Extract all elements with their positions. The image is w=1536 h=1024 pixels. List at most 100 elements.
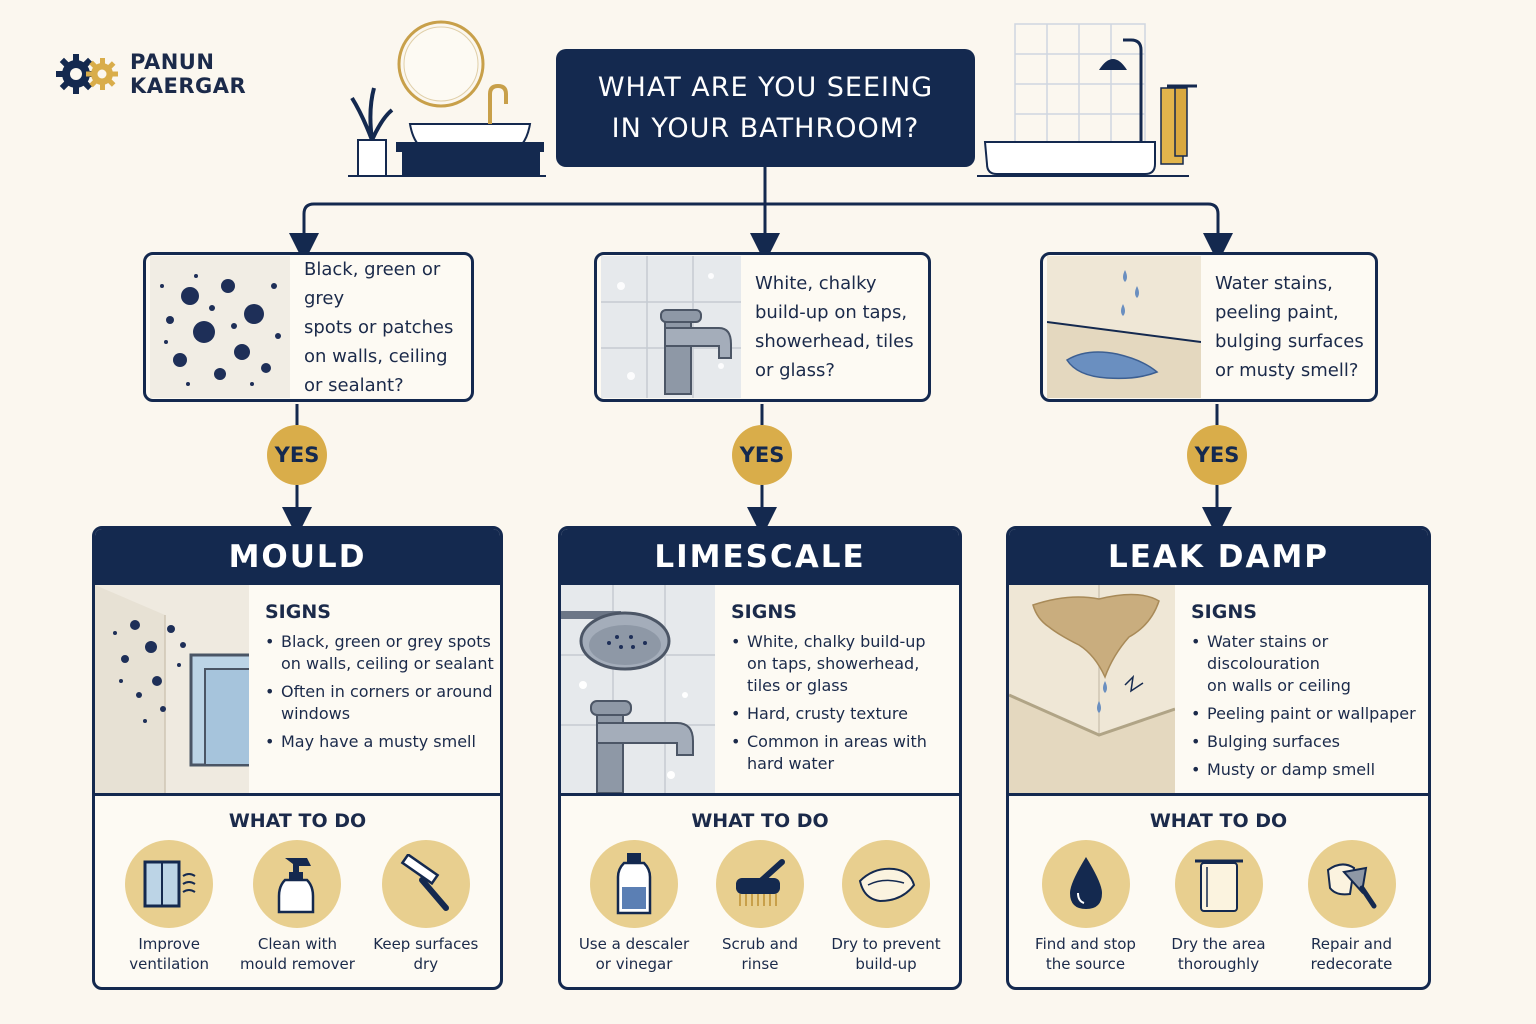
action-label: Dry to prevent build-up	[831, 934, 940, 974]
brand-logo: PANUN KAERGAR	[54, 50, 246, 98]
mould-corner-image	[95, 585, 249, 793]
sign-line: Water stains or discolouration	[1207, 632, 1329, 673]
gear-icon	[56, 54, 118, 94]
card-title: LIMESCALE	[561, 529, 959, 585]
water-drop-icon	[1041, 840, 1130, 928]
action-line: the source	[1045, 955, 1126, 973]
sink-illustration	[348, 20, 546, 177]
shower-illustration	[977, 23, 1197, 177]
brand-line-2: KAERGAR	[130, 74, 247, 98]
action-line: Find and stop	[1035, 935, 1136, 953]
action-line: thoroughly	[1177, 955, 1260, 973]
action-line: Repair and	[1310, 935, 1392, 953]
action-label: Find and stop the source	[1035, 934, 1136, 974]
action-dry-prevent: Dry to prevent build-up	[823, 840, 949, 974]
sign-line: Bulging surfaces	[1207, 732, 1341, 751]
signs-heading: SIGNS	[265, 601, 331, 623]
action-line: Dry the area	[1171, 935, 1266, 953]
question-line: or sealant?	[304, 374, 404, 396]
what-to-do-heading: WHAT TO DO	[691, 810, 829, 832]
question-line: White, chalky	[755, 273, 877, 294]
water-stain-image	[1009, 585, 1175, 793]
signs-list: Black, green or grey spots on walls, ceil…	[265, 631, 494, 753]
question-line: or glass?	[755, 360, 835, 381]
squeegee-icon	[381, 840, 470, 928]
sign-item: Peeling paint or wallpaper	[1191, 703, 1428, 725]
action-dry-area: Dry the area thoroughly	[1154, 840, 1284, 974]
what-to-do-heading: WHAT TO DO	[1149, 810, 1288, 832]
action-find-source: Find and stop the source	[1021, 840, 1151, 974]
question-box-limescale: White, chalky build-up on taps, showerhe…	[594, 252, 931, 402]
action-line: Clean with	[257, 935, 338, 953]
sign-line: Often in corners or around	[281, 682, 493, 701]
mould-spots-image	[150, 256, 290, 398]
action-line: rinse	[741, 955, 779, 973]
sign-item: Bulging surfaces	[1191, 731, 1428, 753]
sign-line: on walls, ceiling or sealant	[281, 654, 494, 673]
action-line: ventilation	[129, 955, 210, 973]
sign-line: Common in areas with	[747, 732, 927, 751]
sign-line: tiles or glass	[747, 676, 848, 695]
action-line: Scrub and	[722, 935, 798, 953]
question-line: showerhead, tiles	[755, 331, 914, 352]
tap-limescale-image	[601, 256, 741, 398]
sign-line: White, chalky build-up	[747, 632, 926, 651]
cloth-icon	[842, 840, 930, 928]
sign-item: Often in corners or around windows	[265, 681, 494, 725]
action-line: build-up	[855, 955, 917, 973]
towel-icon	[1174, 840, 1263, 928]
header-line-1: WHAT ARE YOU SEEING	[597, 72, 934, 103]
action-line: Dry to prevent	[831, 935, 941, 953]
sign-line: Black, green or grey spots	[281, 632, 491, 651]
signs-body: SIGNS Black, green or grey spots on walls…	[249, 585, 494, 793]
question-box-leak: Water stains, peeling paint, bulging sur…	[1040, 252, 1378, 402]
card-title: LEAK DAMP	[1009, 529, 1428, 585]
card-title: MOULD	[95, 529, 500, 585]
action-line: or vinegar	[595, 955, 673, 973]
question-text-leak: Water stains, peeling paint, bulging sur…	[1201, 269, 1364, 385]
question-line: build-up on taps,	[755, 302, 908, 323]
sign-item: Musty or damp smell	[1191, 759, 1428, 781]
window-ventilation-icon	[125, 840, 214, 928]
card-limescale: LIMESCALE SIGNS White, chalky build-upon…	[558, 526, 962, 990]
sign-item: Black, green or grey spots on walls, ceil…	[265, 631, 494, 675]
question-line: bulging surfaces	[1215, 331, 1364, 352]
scrub-brush-icon	[716, 840, 804, 928]
sign-line: Hard, crusty texture	[747, 704, 908, 723]
descaler-bottle-icon	[590, 840, 678, 928]
card-leak-damp: LEAK DAMP SIGNS Water stains or discolou…	[1006, 526, 1431, 990]
brand-line-1: PANUN	[130, 50, 215, 74]
signs-section: SIGNS Black, green or grey spots on walls…	[95, 585, 500, 796]
connector-branches	[302, 202, 1220, 248]
what-to-do-heading: WHAT TO DO	[228, 810, 367, 832]
sign-item: May have a musty smell	[265, 731, 494, 753]
question-text-mould: Black, green or grey spots or patches on…	[290, 255, 471, 400]
action-line: dry	[413, 955, 439, 973]
spray-bottle-icon	[253, 840, 342, 928]
sign-line: windows	[281, 704, 351, 723]
action-label: Scrub and rinse	[722, 934, 798, 974]
signs-heading: SIGNS	[731, 601, 797, 623]
actions-row: Find and stop the source Dry the area thor…	[1009, 832, 1428, 974]
